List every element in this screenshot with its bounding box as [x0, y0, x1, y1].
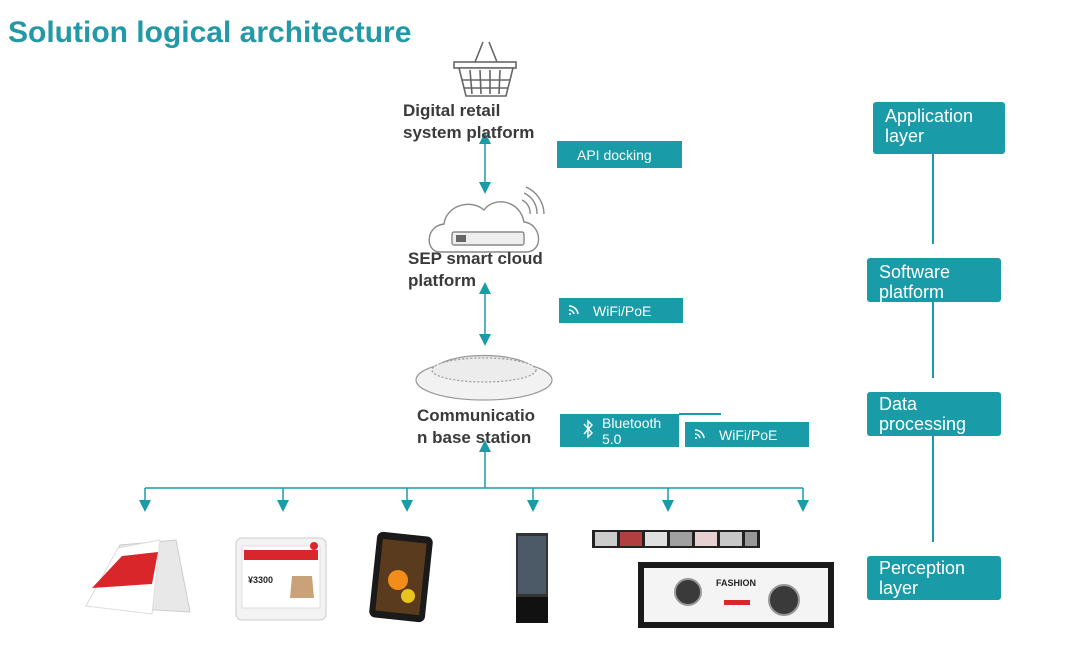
- base-station-icon: [415, 354, 553, 401]
- wide-banner-display: [638, 562, 834, 628]
- stretched-bar-display: [592, 530, 760, 548]
- wifi-poe-tag-2: WiFi/PoE: [685, 422, 809, 447]
- wifi-poe-tag: WiFi/PoE: [559, 298, 683, 323]
- page-title: Solution logical architecture: [8, 16, 412, 49]
- shopping-basket-icon: [453, 41, 517, 97]
- price-label: ¥3300: [248, 575, 273, 585]
- bluetooth-icon: [582, 419, 594, 442]
- tablet-display: [369, 531, 433, 623]
- cloud-server-icon: [428, 186, 545, 253]
- standing-signage: [516, 533, 548, 623]
- fashion-label: FASHION: [716, 578, 756, 588]
- wifi-icon: [567, 302, 583, 319]
- api-docking-tag: API docking: [557, 141, 682, 168]
- device-drop-arrows: [139, 488, 809, 512]
- wifi-icon: [693, 426, 709, 443]
- tent-card-display: [85, 539, 191, 615]
- bluetooth-tag-extension: [679, 413, 721, 415]
- e-paper-price-tag: [235, 537, 327, 621]
